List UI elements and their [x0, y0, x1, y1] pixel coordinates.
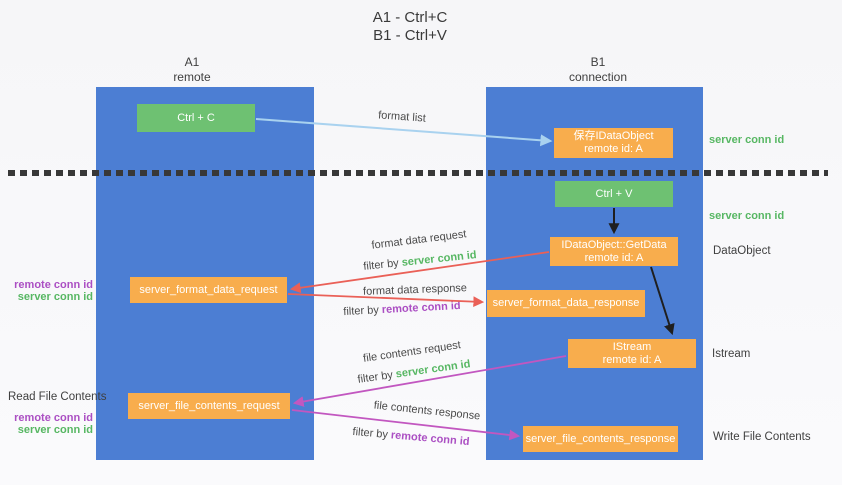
title-line-2: B1 - Ctrl+V [373, 27, 447, 44]
filter-prefix: filter by [356, 369, 394, 386]
server-conn-id-text: server conn id [401, 249, 478, 269]
node-ctrl-c-label: Ctrl + C [177, 111, 215, 124]
node-format-response-label: server_format_data_response [492, 297, 640, 309]
filter-prefix: filter by [343, 304, 380, 319]
filter-prefix: filter by [352, 425, 389, 441]
node-getdata-line1: IDataObject::GetData [561, 238, 667, 251]
node-save-idataobject-line1: 保存IDataObject [573, 130, 654, 142]
label-format-data-response: format data response [362, 282, 468, 298]
node-istream: IStream remote id: A [568, 339, 696, 368]
node-server-file-contents-response: server_file_contents_response [523, 426, 678, 452]
node-save-idataobject-line2: remote id: A [584, 143, 643, 155]
node-idataobject-getdata: IDataObject::GetData remote id: A [550, 237, 678, 266]
diagram-title: A1 - Ctrl+C B1 - Ctrl+V [320, 9, 500, 45]
column-a1-name: A1 [184, 55, 200, 69]
side-label-istream: Istream [712, 348, 751, 360]
node-istream-line1: IStream [612, 340, 652, 353]
column-b1-name: B1 [590, 55, 606, 69]
side-label-read-file-contents: Read File Contents [8, 391, 107, 403]
side-label-server-conn-id-mid: server conn id [709, 210, 785, 222]
remote-conn-id-text: remote conn id [381, 299, 461, 317]
label-file-contents-response: file contents response [373, 399, 481, 423]
title-line-1: A1 - Ctrl+C [372, 9, 448, 26]
machine-boundary-dotted-line [8, 170, 828, 176]
label-filter-by-remote-conn-id-2: filter by remote conn id [352, 426, 470, 448]
node-getdata-line2: remote id: A [584, 251, 644, 264]
node-file-request-label: server_file_contents_request [138, 399, 280, 412]
side-label-conn-id-pair-1: remote conn id server conn id [9, 279, 93, 303]
side-label-write-file-contents: Write File Contents [713, 431, 811, 443]
label-format-data-request: format data request [370, 228, 468, 252]
node-ctrl-v-label: Ctrl + V [595, 187, 633, 200]
column-header-a1: A1 remote [132, 55, 252, 85]
node-server-format-data-response: server_format_data_response [487, 290, 645, 317]
remote-conn-id-label: remote conn id [14, 279, 93, 291]
filter-prefix: filter by [362, 257, 400, 273]
server-conn-id-text: server conn id [395, 358, 472, 381]
side-label-dataobject: DataObject [713, 245, 771, 257]
label-filter-by-server-conn-id-1: filter by server conn id [363, 249, 477, 273]
node-server-format-data-request: server_format_data_request [130, 277, 287, 303]
column-b1-role: connection [568, 70, 628, 84]
label-filter-by-remote-conn-id-1: filter by remote conn id [343, 300, 461, 318]
column-a1-role: remote [173, 70, 211, 84]
node-file-response-label: server_file_contents_response [525, 432, 676, 445]
side-label-conn-id-pair-2: remote conn id server conn id [9, 412, 93, 436]
server-conn-id-label: server conn id [17, 424, 93, 436]
node-server-file-contents-request: server_file_contents_request [128, 393, 290, 419]
server-conn-id-label: server conn id [17, 291, 93, 303]
remote-conn-id-label: remote conn id [14, 412, 93, 424]
node-istream-line2: remote id: A [602, 353, 662, 366]
label-format-list: format list [377, 109, 427, 125]
column-header-b1: B1 connection [538, 55, 658, 85]
node-save-idataobject: 保存IDataObject remote id: A [554, 128, 673, 158]
side-label-server-conn-id-top: server conn id [709, 134, 785, 146]
node-ctrl-v: Ctrl + V [555, 181, 673, 207]
remote-conn-id-text: remote conn id [390, 429, 470, 449]
node-format-request-label: server_format_data_request [139, 283, 278, 296]
node-ctrl-c: Ctrl + C [137, 104, 255, 132]
